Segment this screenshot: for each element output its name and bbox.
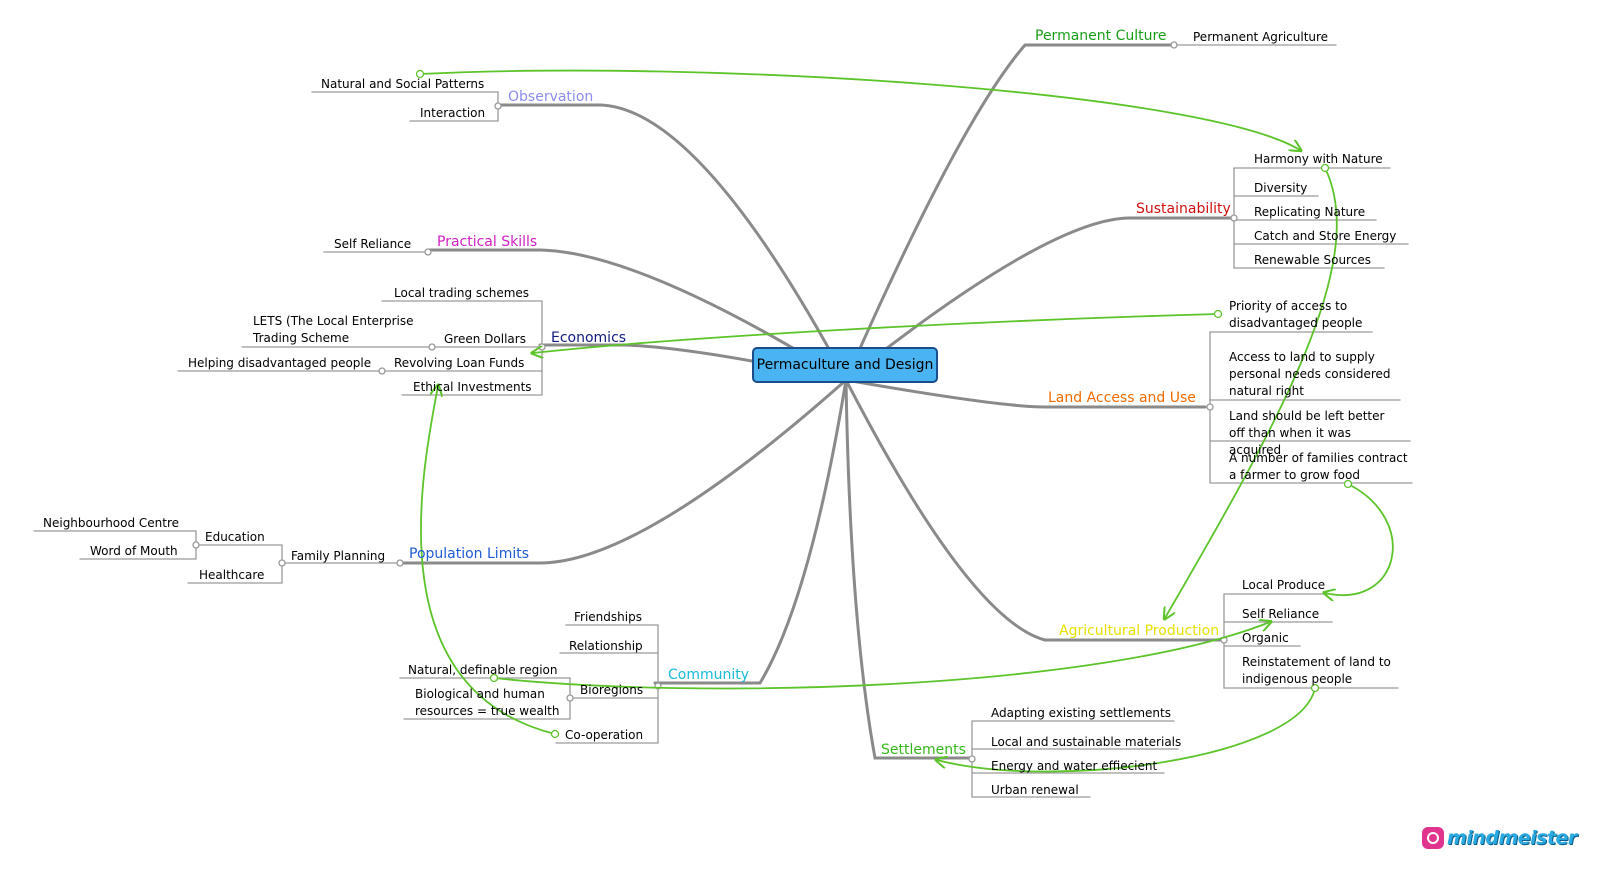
relation-priority-economics [533, 313, 1219, 353]
collapse-toggle-icon[interactable] [278, 559, 286, 567]
branch-line-land-access [844, 378, 1207, 409]
collapse-toggle-icon[interactable] [424, 248, 432, 256]
branch-line-sustainability [844, 216, 1234, 382]
collapse-toggle-icon[interactable] [192, 541, 200, 549]
relation-start-handle[interactable] [1213, 309, 1223, 319]
relation-reinstatement-settlements [937, 687, 1316, 773]
central-topic[interactable]: Permaculture and Design [752, 347, 938, 383]
node-urban-renewal[interactable]: Urban renewal [991, 783, 1079, 797]
node-biological-human-resources[interactable]: Biological and human resources = true we… [415, 687, 560, 718]
node-harmony-with-nature[interactable]: Harmony with Nature [1254, 152, 1383, 166]
node-friendships[interactable]: Friendships [574, 610, 642, 624]
node-self-reliance-skills[interactable]: Self Reliance [334, 237, 412, 251]
branch-economics[interactable]: Economics [551, 330, 627, 346]
collapse-toggle-icon[interactable] [1170, 41, 1178, 49]
branch-permanent-culture[interactable]: Permanent Culture [1035, 28, 1167, 44]
node-land-left-better[interactable]: Land should be left better off than when… [1229, 409, 1385, 457]
node-diversity[interactable]: Diversity [1254, 181, 1308, 195]
node-catch-store-energy[interactable]: Catch and Store Energy [1254, 229, 1397, 243]
mindmeister-logo-text: mindmeister [1447, 827, 1577, 849]
node-organic[interactable]: Organic [1242, 631, 1289, 645]
collapse-toggle-icon[interactable] [428, 343, 436, 351]
node-renewable-sources[interactable]: Renewable Sources [1254, 253, 1371, 267]
node-sustainable-materials[interactable]: Local and sustainable materials [991, 735, 1182, 749]
node-bioregions[interactable]: Bioregions [580, 683, 644, 697]
branch-population-limits[interactable]: Population Limits [409, 546, 530, 562]
branch-line-settlements [844, 378, 972, 760]
collapse-toggle-icon[interactable] [396, 559, 404, 567]
node-self-reliance-agri[interactable]: Self Reliance [1242, 607, 1320, 621]
relation-start-handle[interactable] [1343, 479, 1353, 489]
node-replicating-nature[interactable]: Replicating Nature [1254, 205, 1366, 219]
mindmeister-logo-icon [1422, 827, 1444, 849]
branch-line-population-limits [398, 378, 848, 565]
node-neighbourhood-centre[interactable]: Neighbourhood Centre [43, 516, 180, 530]
node-lets[interactable]: LETS (The Local Enterprise Trading Schem… [253, 314, 414, 345]
node-permanent-agriculture[interactable]: Permanent Agriculture [1193, 30, 1329, 44]
relation-patterns-harmony [419, 69, 1300, 150]
node-healthcare[interactable]: Healthcare [199, 568, 265, 582]
collapse-toggle-icon[interactable] [1206, 403, 1214, 411]
relation-harmony-agriculture [1165, 167, 1338, 618]
relation-families-localproduce [1325, 483, 1394, 595]
node-word-of-mouth[interactable]: Word of Mouth [90, 544, 178, 558]
node-priority-access[interactable]: Priority of access to disadvantaged peop… [1229, 299, 1363, 330]
branch-land-access[interactable]: Land Access and Use [1048, 390, 1196, 406]
branch-community[interactable]: Community [668, 667, 750, 683]
node-interaction[interactable]: Interaction [420, 106, 486, 120]
collapse-toggle-icon[interactable] [494, 102, 502, 110]
collapse-toggle-icon[interactable] [1230, 214, 1238, 222]
branch-line-practical-skills [426, 248, 848, 382]
collapse-toggle-icon[interactable] [968, 755, 976, 763]
branch-line-observation [496, 103, 848, 382]
node-local-produce[interactable]: Local Produce [1242, 578, 1326, 592]
node-helping-disadvantaged[interactable]: Helping disadvantaged people [188, 356, 372, 370]
node-reinstatement-land[interactable]: Reinstatement of land to indigenous peop… [1242, 655, 1391, 686]
branch-settlements[interactable]: Settlements [881, 742, 966, 758]
node-adapting-settlements[interactable]: Adapting existing settlements [991, 706, 1171, 720]
collapse-toggle-icon[interactable] [378, 367, 386, 375]
node-education[interactable]: Education [205, 530, 265, 544]
branch-line-agricultural-production [844, 378, 1222, 642]
relation-cooperation-ethical [420, 386, 556, 735]
branch-sustainability[interactable]: Sustainability [1136, 201, 1231, 217]
node-family-planning[interactable]: Family Planning [291, 549, 386, 563]
relation-start-handle[interactable] [1310, 683, 1320, 693]
branch-line-permanent-culture [844, 43, 1172, 382]
node-co-operation[interactable]: Co-operation [565, 728, 644, 742]
branch-practical-skills[interactable]: Practical Skills [437, 234, 538, 250]
branch-observation[interactable]: Observation [508, 89, 594, 105]
mindmeister-logo: mindmeister [1422, 824, 1594, 852]
node-families-contract-farmer[interactable]: A number of families contract a farmer t… [1229, 451, 1408, 482]
branch-agricultural-production[interactable]: Agricultural Production [1059, 623, 1220, 639]
relation-start-handle[interactable] [1320, 163, 1330, 173]
relation-naturalregion-selfreliance [493, 622, 1270, 690]
relation-start-handle[interactable] [415, 69, 425, 79]
node-ethical-investments[interactable]: Ethical Investments [413, 380, 532, 394]
node-natural-social-patterns[interactable]: Natural and Social Patterns [321, 77, 485, 91]
node-access-natural-right[interactable]: Access to land to supply personal needs … [1229, 350, 1391, 398]
collapse-toggle-icon[interactable] [566, 694, 574, 702]
node-green-dollars[interactable]: Green Dollars [444, 332, 526, 346]
collapse-toggle-icon[interactable] [538, 343, 546, 351]
node-energy-water[interactable]: Energy and water effiecient [991, 759, 1158, 773]
relation-start-handle[interactable] [489, 673, 499, 683]
node-local-trading-schemes[interactable]: Local trading schemes [394, 286, 530, 300]
node-relationship[interactable]: Relationship [569, 639, 643, 653]
relation-start-handle[interactable] [550, 729, 560, 739]
branch-line-community [653, 378, 848, 685]
node-revolving-loan-funds[interactable]: Revolving Loan Funds [394, 356, 525, 370]
node-natural-definable-region[interactable]: Natural, definable region [408, 663, 558, 677]
